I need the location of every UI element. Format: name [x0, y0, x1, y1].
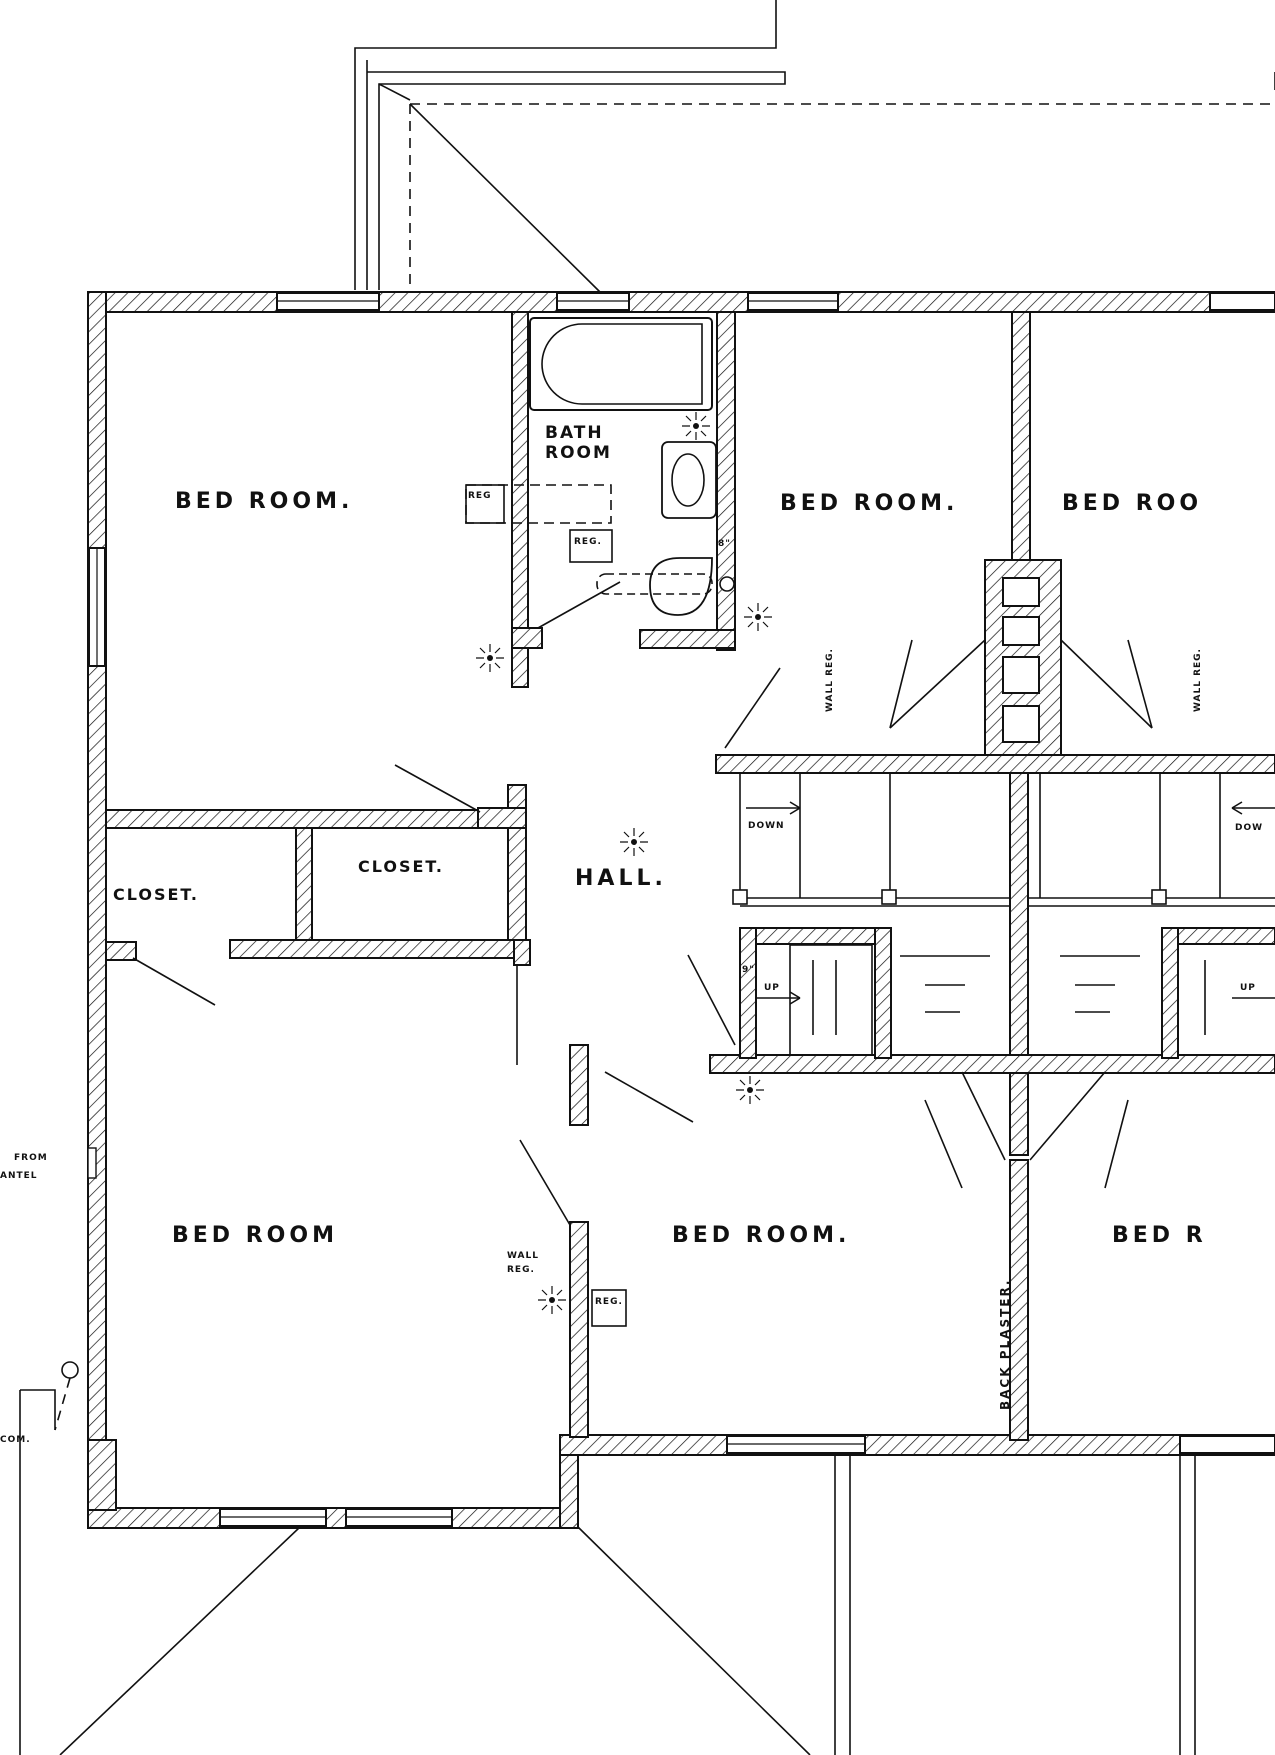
light-fixtures — [476, 412, 772, 1314]
label-bed-room-se: BED R — [1112, 1223, 1207, 1248]
label-bed-room-n-center: BED ROOM. — [780, 491, 958, 516]
label-bed-room-ne: BED ROO — [1062, 491, 1202, 516]
label-closet-left: CLOSET. — [113, 885, 199, 904]
interior-walls — [105, 311, 1275, 1441]
register-2 — [569, 529, 613, 563]
room-labels: BED ROOM. BED ROOM. BED ROO BED ROOM BED… — [0, 423, 1263, 1445]
label-bed-room-s-center: BED ROOM. — [672, 1223, 850, 1248]
label-reg-1: REG — [468, 491, 491, 501]
chimney — [984, 559, 1062, 756]
label-reg-2: REG. — [574, 537, 602, 547]
lower-roof — [19, 1361, 1196, 1755]
light-icon — [620, 828, 648, 856]
light-icon — [538, 1286, 566, 1314]
label-bath-2: ROOM — [545, 443, 612, 463]
label-up-right: UP — [1240, 983, 1256, 993]
roof-outline — [354, 0, 1275, 293]
label-wall-reg-1: WALL REG. — [825, 648, 835, 712]
label-reg-3: REG. — [595, 1297, 623, 1307]
label-bath-1: BATH — [545, 423, 604, 443]
light-icon — [476, 644, 504, 672]
label-back-plaster: BACK PLASTER. — [998, 1279, 1012, 1411]
label-mantel: ANTEL — [0, 1171, 38, 1181]
label-closet-center: CLOSET. — [358, 857, 444, 876]
label-up-left: UP — [764, 983, 780, 993]
light-icon — [736, 1076, 764, 1104]
label-wall-reg-3b: REG. — [507, 1265, 535, 1275]
door-swings — [132, 639, 1153, 1226]
light-icon — [682, 412, 710, 440]
label-com: COM. — [0, 1435, 31, 1445]
register-3 — [591, 1289, 627, 1327]
bath-fixtures — [529, 317, 735, 629]
label-down-right: DOW — [1235, 823, 1263, 833]
label-from: FROM — [14, 1153, 48, 1163]
windows — [88, 292, 1275, 1527]
label-dim-8: 8" — [718, 539, 731, 549]
stairs — [732, 773, 1275, 1056]
label-down-left: DOWN — [748, 821, 785, 831]
label-bed-room-nw: BED ROOM. — [175, 489, 353, 514]
label-dim-9: 9" — [742, 965, 755, 975]
registers — [465, 484, 627, 1327]
label-wall-reg-2: WALL REG. — [1193, 648, 1203, 712]
label-bed-room-sw: BED ROOM — [172, 1223, 338, 1248]
label-wall-reg-3a: WALL — [507, 1251, 539, 1261]
label-hall: HALL. — [575, 866, 667, 891]
light-icon — [744, 603, 772, 631]
